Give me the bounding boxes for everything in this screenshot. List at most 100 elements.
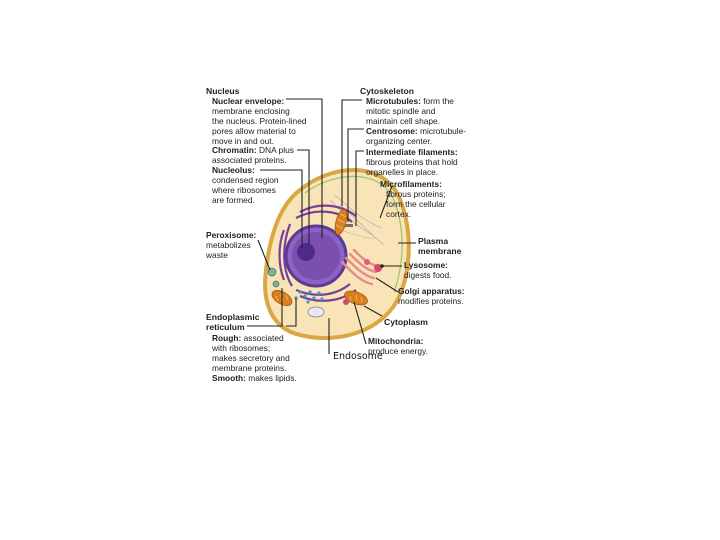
intermediate-filaments-term: Intermediate filaments: <box>366 147 458 157</box>
microtubules-term: Microtubules: <box>366 96 421 106</box>
microtubules-desc: form the <box>423 96 454 106</box>
leader-golgi <box>375 277 399 293</box>
rough-er-desc: with ribosomes; <box>212 343 271 353</box>
peroxisome-term: Peroxisome: <box>206 230 257 240</box>
peroxisome-desc: metabolizes <box>206 240 251 250</box>
rough-er-fold <box>299 204 357 217</box>
nuclear-envelope-label: Nuclear envelope: membrane enclosing the… <box>212 96 307 146</box>
nucleus <box>284 224 348 288</box>
nuclear-envelope-desc: pores allow material to <box>212 126 296 136</box>
ribosome <box>312 296 316 300</box>
lysosome-desc: digests food. <box>404 270 452 280</box>
leader-cytoplasm <box>363 305 383 317</box>
nuclear-envelope-desc: the nucleus. Protein-lined <box>212 116 307 126</box>
endosome-vesicle <box>307 306 325 318</box>
endosome-label: Endosome <box>333 351 383 362</box>
nucleus-title: Nucleus <box>206 86 240 96</box>
chromatin-term: Chromatin: <box>212 145 257 155</box>
er-title-line: reticulum <box>206 322 245 332</box>
smooth-er-desc: makes lipids. <box>248 373 297 383</box>
intermediate-filaments-desc: organelles in place. <box>366 167 439 177</box>
mitochondrion-cristae <box>335 213 346 229</box>
lysosome-label: Lysosome: digests food. <box>404 260 452 280</box>
rough-er-fold <box>278 229 286 281</box>
rough-er-term: Rough: <box>212 333 242 343</box>
nucleolus-term: Nucleolus: <box>212 165 255 175</box>
plasma-membrane-line: membrane <box>418 246 462 256</box>
rough-er-desc: makes secretory and <box>212 353 290 363</box>
leader-peroxisome <box>257 239 271 271</box>
microfilaments-desc: cortex. <box>386 209 412 219</box>
golgi-term: Golgi apparatus: <box>398 286 465 296</box>
rough-er-desc: associated <box>243 333 284 343</box>
centrosome-label: Centrosome: microtubule- organizing cent… <box>366 126 466 146</box>
lysosome <box>364 259 370 265</box>
chromatin-desc: DNA plus <box>259 145 294 155</box>
nucleolus-desc: condensed region <box>212 175 279 185</box>
mitochondria-desc: produce energy. <box>368 346 428 356</box>
nuclear-envelope-desc: membrane enclosing <box>212 106 290 116</box>
chromatin-label: Chromatin: DNA plus associated proteins. <box>212 145 294 165</box>
cell-cortex <box>304 175 403 293</box>
golgi-cisterna <box>340 260 374 286</box>
centrosome-desc: microtubule- <box>419 126 467 136</box>
ribosome <box>306 300 310 304</box>
nucleolus-label: Nucleolus: condensed region where riboso… <box>212 165 279 205</box>
ribosome <box>320 297 324 301</box>
ribosome <box>298 290 302 294</box>
mitochondrion <box>334 208 348 236</box>
er-title-line: Endoplasmic <box>206 312 260 322</box>
golgi-desc: modifies proteins. <box>398 296 464 306</box>
intermediate-filaments-label: Intermediate filaments: fibrous proteins… <box>366 147 458 177</box>
er-title: Endoplasmic reticulum <box>206 312 259 332</box>
microfilaments-label: Microfilaments: fibrous proteins; form t… <box>380 179 446 219</box>
chromatin-desc: associated proteins. <box>212 155 287 165</box>
leader-microtubules <box>341 99 362 206</box>
rough-er-desc: membrane proteins. <box>212 363 287 373</box>
microtubules-desc: mitotic spindle and <box>366 106 436 116</box>
peroxisome-label: Peroxisome: metabolizes waste <box>206 230 256 260</box>
microtubule-strand <box>334 194 383 229</box>
nuclear-envelope-desc: move in and out. <box>212 136 274 146</box>
centrosome-term: Centrosome: <box>366 126 418 136</box>
leader-centrosome <box>347 128 364 222</box>
nucleolus-desc: are formed. <box>212 195 255 205</box>
ribosome <box>303 294 307 298</box>
intermediate-filaments-desc: fibrous proteins that hold <box>366 157 458 167</box>
microtubules-desc: maintain cell shape. <box>366 116 441 126</box>
lysosome <box>374 264 382 272</box>
leader-nucleolus <box>260 169 303 248</box>
smooth-er-term: Smooth: <box>212 373 246 383</box>
microtubules-label: Microtubules: form the mitotic spindle a… <box>366 96 454 126</box>
leader-smooth-er <box>286 298 297 327</box>
cytoskeleton-title: Cytoskeleton <box>360 86 414 96</box>
golgi-cisterna <box>344 256 376 280</box>
ribosome <box>317 291 321 295</box>
lysosomes <box>343 259 382 305</box>
peroxisome-desc: waste <box>206 250 228 260</box>
leader-lines <box>247 98 416 354</box>
microfilaments-term: Microfilaments: <box>380 179 442 189</box>
mitochondrion-cristae <box>349 294 363 303</box>
cytoplasm-label: Cytoplasm <box>384 317 428 327</box>
rough-er-label: Rough: associated with ribosomes; makes … <box>212 333 290 373</box>
leader-endpoint <box>380 264 384 268</box>
nucleolus-desc: where ribosomes <box>212 185 276 195</box>
leader-chromatin <box>297 149 310 244</box>
leader-er <box>247 288 283 327</box>
golgi-label: Golgi apparatus: modifies proteins. <box>398 286 465 306</box>
rough-er-fold <box>283 223 293 287</box>
lysosome <box>343 299 349 305</box>
lysosome-term: Lysosome: <box>404 260 448 270</box>
nuclear-envelope-term: Nuclear envelope: <box>212 96 285 106</box>
peroxisome <box>272 280 280 288</box>
leader-nuclear-envelope <box>286 98 323 238</box>
leader-intermediate-filaments <box>355 150 364 226</box>
mitochondria-term: Mitochondria: <box>368 336 424 346</box>
mitochondrion <box>344 290 368 306</box>
leader-microfilaments <box>379 185 393 219</box>
mitochondria-label: Mitochondria: produce energy. <box>368 336 428 356</box>
centrosome-desc: organizing center. <box>366 136 433 146</box>
nucleolus <box>297 243 315 261</box>
